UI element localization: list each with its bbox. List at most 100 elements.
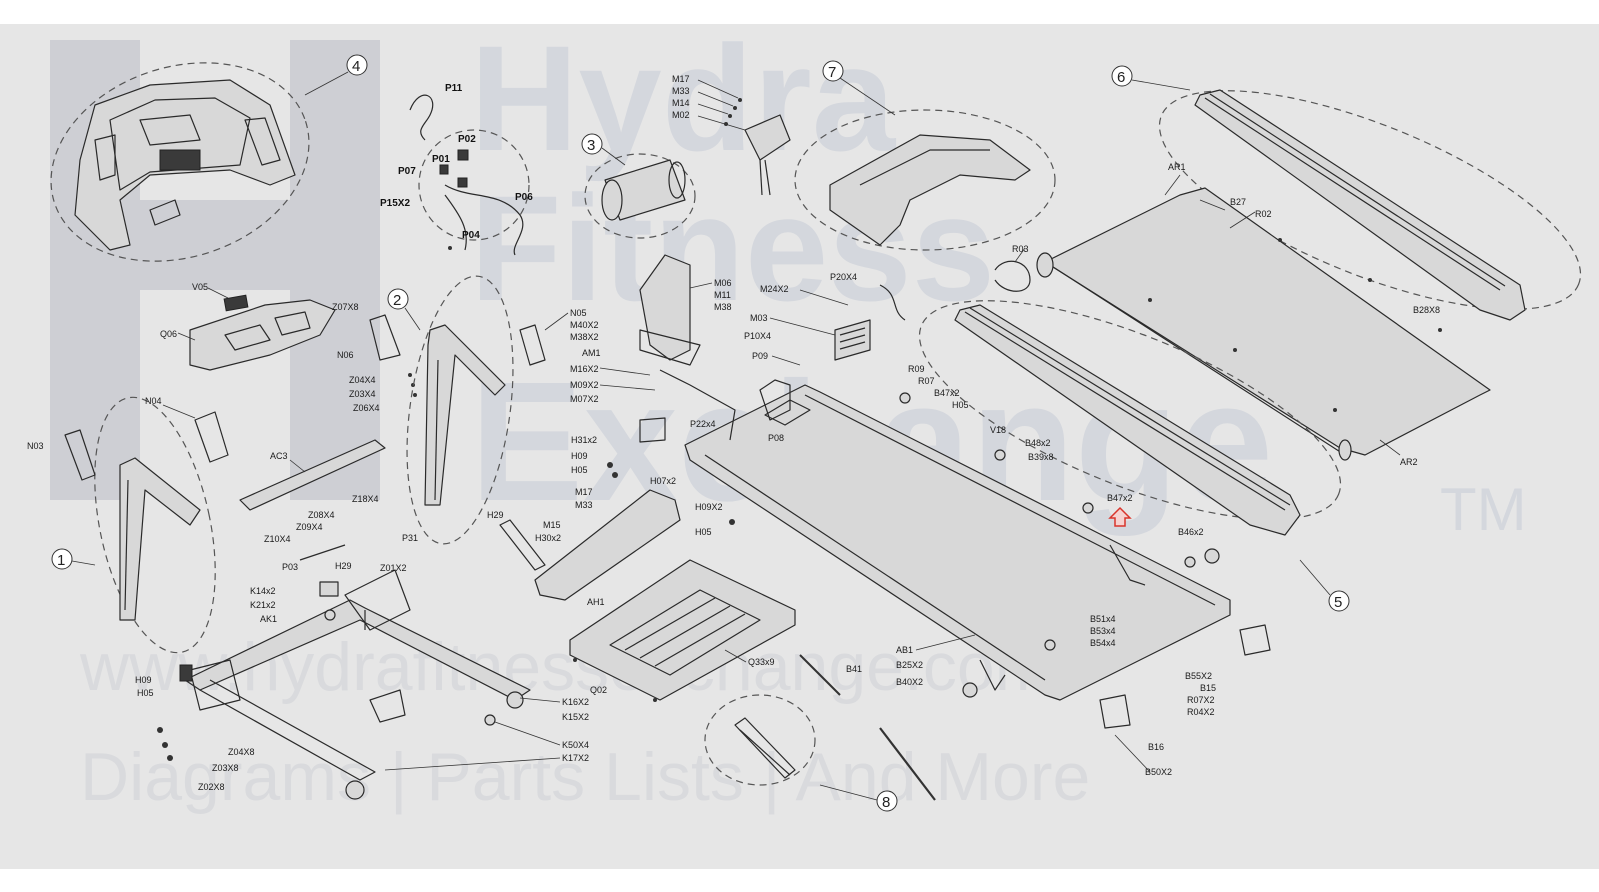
part-label-z01x2: Z01X2 (380, 563, 407, 573)
part-label-n06: N06 (337, 350, 354, 360)
part-label-z03x8: Z03X8 (212, 763, 239, 773)
part-label-h29a: H29 (487, 510, 504, 520)
part-label-r04x2: R04X2 (1187, 707, 1215, 717)
part-label-q33x9: Q33x9 (748, 657, 775, 667)
part-label-h05a: H05 (952, 400, 969, 410)
part-label-h09x2: H09X2 (695, 502, 723, 512)
part-label-k50x4: K50X4 (562, 740, 589, 750)
part-label-h30x2: H30x2 (535, 533, 561, 543)
part-label-ah1: AH1 (587, 597, 605, 607)
callout-6: 6 (1111, 65, 1191, 91)
part-label-m33b: M33 (575, 500, 593, 510)
part-label-b25x2: B25X2 (896, 660, 923, 670)
part-label-p09: P09 (752, 351, 768, 361)
part-label-m07x2: M07X2 (570, 394, 599, 404)
wiring-labels: P11 P02 P01 P07 P06 P15X2 P04 (380, 83, 533, 241)
callout-2: 2 (387, 288, 421, 331)
part-label-m38: M38 (714, 302, 732, 312)
watermark-trademark: TM (1440, 476, 1527, 543)
part-label-z04x8: Z04X8 (228, 747, 255, 757)
part-label-am1: AM1 (582, 348, 601, 358)
callout-5: 5 (1299, 559, 1350, 612)
part-label-p11: P11 (445, 83, 463, 94)
watermark-tagline: Diagrams | Parts Lists | And More (80, 739, 1090, 815)
part-label-p01: P01 (432, 154, 450, 165)
highlight-arrow: B47x2 B46x2 (1082, 493, 1220, 568)
part-label-m02: M02 (672, 110, 690, 120)
part-label-ar2: AR2 (1400, 457, 1418, 467)
part-label-h29b: H29 (335, 561, 352, 571)
incline-motor: M17 M33 M14 M02 (672, 74, 791, 196)
part-label-p03: P03 (282, 562, 298, 572)
assembly-group-2-upright (406, 275, 514, 545)
part-label-b15: B15 (1200, 683, 1216, 693)
assembly-group-5-rail (918, 300, 1342, 536)
part-label-m40x2: M40X2 (570, 320, 599, 330)
part-label-m03: M03 (750, 313, 768, 323)
part-label-h09b: H09 (135, 675, 152, 685)
callout-7: 7 (822, 60, 896, 116)
assembly-group-3-motor (584, 153, 696, 239)
part-label-p08: P08 (768, 433, 784, 443)
part-label-ab1: AB1 (896, 645, 913, 655)
part-label-2: 3 (587, 137, 595, 154)
part-label-b16: B16 (1148, 742, 1164, 752)
bracket-n05: N05 (519, 308, 587, 366)
part-label-q06: Q06 (160, 329, 177, 339)
incline-frame-am1: M40X2 M38X2 AM1 M16X2 M09X2 M07X2 M06 M1… (570, 254, 736, 441)
console-upper-parts: V05 Q06 Z07X8 N06 Z04X4 Z03X4 Z06X4 (160, 282, 417, 413)
base-frame-ak1: H29 Z01X2 K14x2 K21x2 AK1 H09 H05 Z04X8 … (135, 561, 589, 800)
part-label-p02: P02 (458, 134, 476, 145)
part-label-b28x8: B28X8 (1413, 305, 1440, 315)
part-label-z08x4: Z08X4 (308, 510, 335, 520)
part-label-h05c: H05 (695, 527, 712, 537)
part-label-n05: N05 (570, 308, 587, 318)
part-label-6: 7 (828, 64, 836, 81)
part-label-5: 6 (1117, 69, 1125, 86)
callout-4: 4 (304, 54, 368, 96)
part-label-m24x2: M24X2 (760, 284, 789, 294)
part-label-ar1: AR1 (1168, 162, 1186, 172)
part-label-b50x2: B50X2 (1145, 767, 1172, 777)
part-label-b48x2: B48x2 (1025, 438, 1051, 448)
part-label-4: 5 (1334, 594, 1342, 611)
part-label-z09x4: Z09X4 (296, 522, 323, 532)
part-label-ak1: AK1 (260, 614, 277, 624)
part-label-b39x8: B39x8 (1028, 452, 1054, 462)
part-label-r07: R07 (918, 376, 935, 386)
part-label-q02: Q02 (590, 685, 607, 695)
part-label-h07x2: H07x2 (650, 476, 676, 486)
part-label-r03: R03 (1012, 244, 1029, 254)
rod-b41: B41 (799, 654, 862, 696)
part-label-m06: M06 (714, 278, 732, 288)
assembly-group-8 (704, 694, 816, 786)
part-label-h31x2: H31x2 (571, 435, 597, 445)
part-label-k21x2: K21x2 (250, 600, 276, 610)
assembly-group-6-rail (1158, 89, 1582, 321)
part-label-h05d: H05 (137, 688, 154, 698)
deck-board: AR1 B27 R02 R03 P20X4 B28X8 AR2 (830, 162, 1491, 467)
motor-pan-q02: Q02 Q33x9 (569, 559, 796, 702)
part-label-b47x2a: B47x2 (934, 388, 960, 398)
part-label-m11: M11 (714, 290, 731, 300)
part-label-p20x4: P20X4 (830, 272, 857, 282)
part-label-7: 8 (882, 794, 890, 811)
part-label-m16x2: M16X2 (570, 364, 599, 374)
handle-bracket-ah1: H31x2 H09 H05 P22x4 H07x2 M17 M33 H09X2 … (487, 417, 735, 607)
part-label-r02: R02 (1255, 209, 1272, 219)
part-label-r09: R09 (908, 364, 925, 374)
part-label-z07x8: Z07X8 (332, 302, 359, 312)
part-label-m14: M14 (672, 98, 690, 108)
part-label-b54x4: B54x4 (1090, 638, 1116, 648)
part-label-p15x2: P15X2 (380, 198, 410, 209)
part-label-z04x4a: Z04X4 (349, 375, 376, 385)
part-label-0: 1 (57, 552, 65, 569)
part-label-ac3: AC3 (270, 451, 288, 461)
part-label-p10x4: P10X4 (744, 331, 771, 341)
part-label-n04: N04 (145, 396, 162, 406)
assembly-group-7-hood (794, 109, 1056, 251)
wiring-harness-group (409, 94, 530, 256)
part-label-b46x2: B46x2 (1178, 527, 1204, 537)
part-label-m17b: M17 (575, 487, 593, 497)
